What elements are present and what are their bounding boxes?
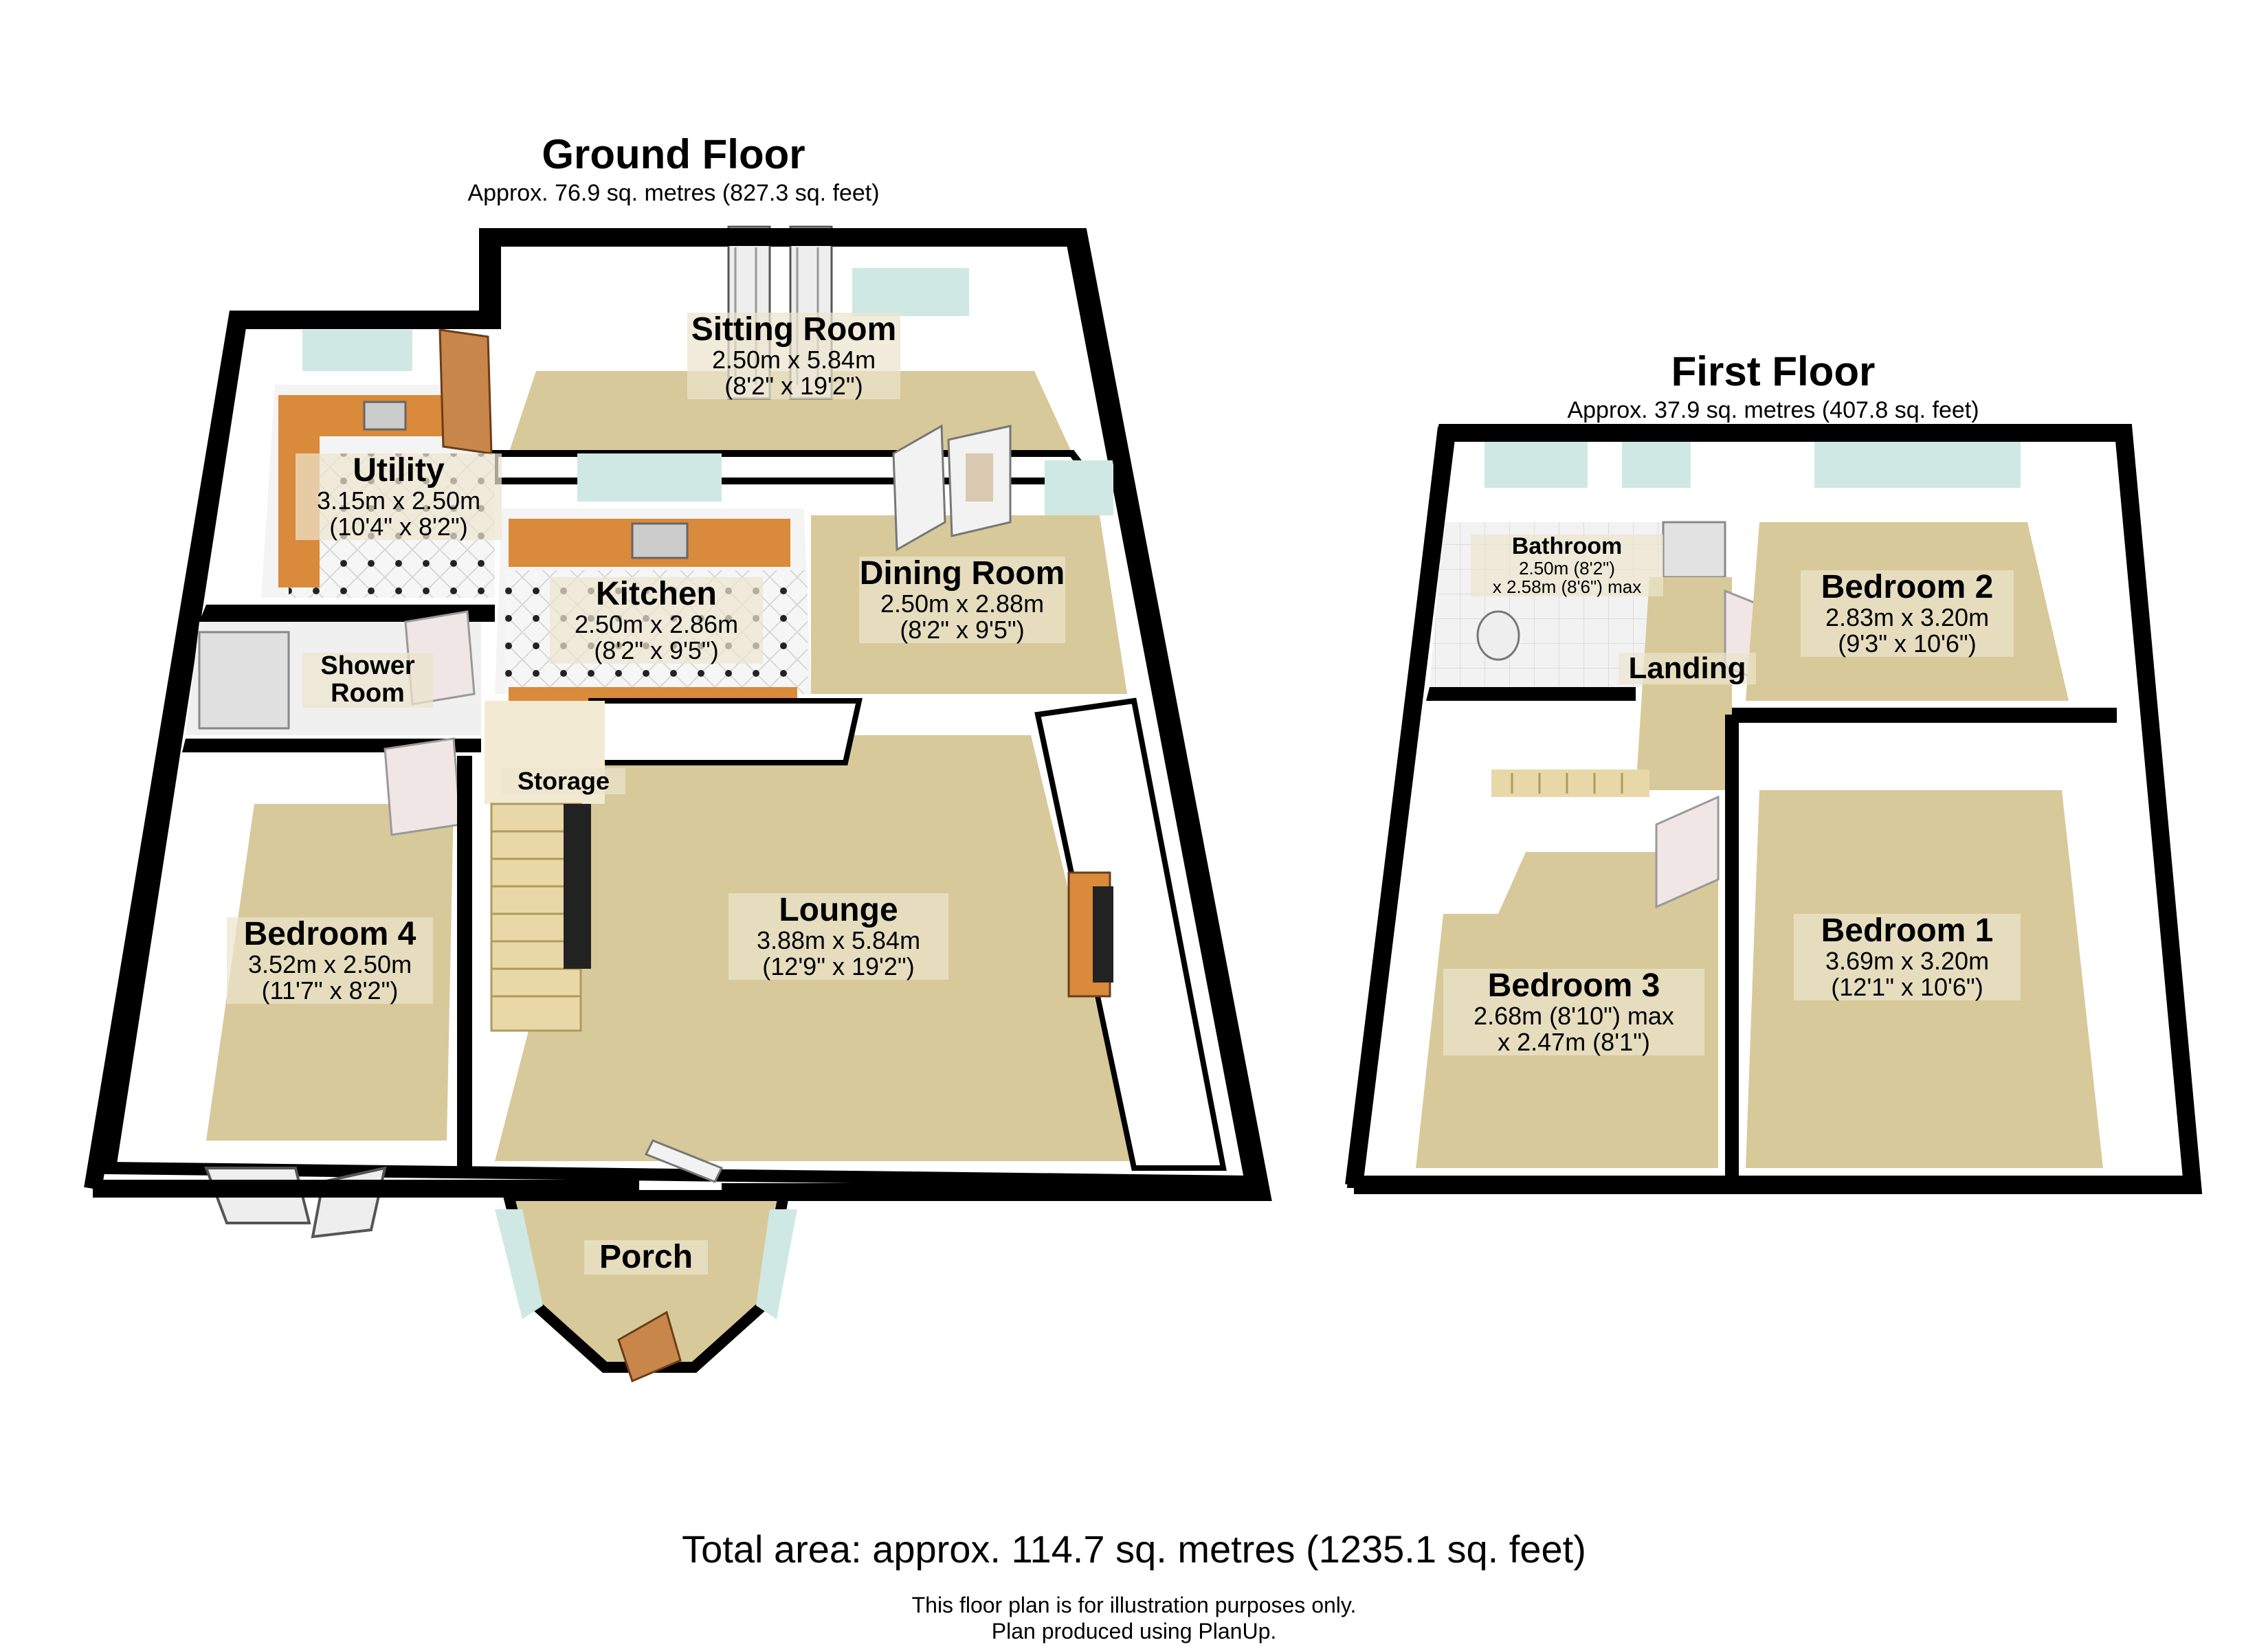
fireplace-hearth	[1093, 886, 1113, 983]
porch-label: Porch	[584, 1239, 708, 1275]
bathroom-window-2	[1622, 440, 1691, 488]
bedroom3-line1: 2.68m (8'10") max	[1474, 1002, 1674, 1031]
bathroom-shower	[1662, 521, 1726, 579]
bedroom4-imperial: (11'7" x 8'2")	[261, 976, 399, 1005]
ground-floor-plan	[84, 225, 1272, 1383]
storage-label: Storage	[502, 768, 625, 794]
sitting-room-window	[852, 268, 969, 316]
kitchen-imperial: (8'2" x 9'5")	[594, 636, 719, 665]
bathroom-name: Bathroom	[1511, 533, 1623, 559]
lounge-imperial: (12'9" x 19'2")	[762, 952, 915, 981]
porch-window-left	[495, 1209, 543, 1319]
bedroom1-metric: 3.69m x 3.20m	[1825, 947, 1990, 976]
first-floor-outer-wall	[1345, 424, 2203, 1194]
lounge-name: Lounge	[779, 892, 898, 928]
utility-name: Utility	[353, 452, 445, 489]
lounge-metric: 3.88m x 5.84m	[756, 926, 921, 955]
bedroom4-name: Bedroom 4	[243, 916, 416, 952]
shower-enclosure	[198, 631, 290, 730]
kitchen-worktop-lower	[509, 687, 797, 701]
utility-imperial: (10'4" x 8'2")	[329, 513, 468, 541]
bedroom4-right-wall	[457, 756, 472, 1168]
lounge-right-wall	[1034, 697, 1227, 1171]
bedroom3-label: Bedroom 3 2.68m (8'10") max x 2.47m (8'1…	[1443, 967, 1704, 1057]
kitchen-sink	[631, 522, 689, 559]
staircase-banister	[564, 804, 591, 969]
ground-floor-area: Approx. 76.9 sq. metres (827.3 sq. feet)	[467, 180, 880, 206]
bedroom4-metric: 3.52m x 2.50m	[247, 950, 412, 979]
utility-back-door	[438, 328, 493, 455]
bedroom1-left-wall	[1725, 715, 1739, 1182]
ground-floor-title: Ground Floor	[542, 131, 805, 177]
bedroom1-label: Bedroom 1 3.69m x 3.20m (12'1" x 10'6")	[1794, 912, 2021, 1002]
bedroom4-label: Bedroom 4 3.52m x 2.50m (11'7" x 8'2")	[227, 917, 433, 1004]
lounge-dining-wall	[581, 698, 863, 765]
bedroom3-door	[1655, 795, 1720, 909]
utility-partition-wall	[199, 605, 495, 622]
bedroom1-name: Bedroom 1	[1821, 912, 1994, 949]
first-floor-area: Approx. 37.9 sq. metres (407.8 sq. feet)	[1567, 397, 1979, 423]
dining-room-doors	[892, 424, 1012, 552]
dining-room-name: Dining Room	[859, 555, 1065, 592]
disclaimer: This floor plan is for illustration purp…	[911, 1593, 1357, 1617]
ground-floor-outer-wall	[84, 228, 1272, 1201]
porch-window-right	[756, 1209, 797, 1319]
kitchen-label: Kitchen 2.50m x 2.86m (8'2" x 9'5")	[550, 576, 763, 665]
lounge-label: Lounge 3.88m x 5.84m (12'9" x 19'2")	[729, 893, 948, 980]
bathroom-wall	[1426, 687, 1636, 701]
kitchen-window	[577, 453, 722, 502]
bathroom-line2: x 2.58m (8'6") max	[1492, 576, 1642, 597]
bedroom1-imperial: (12'1" x 10'6")	[1831, 973, 1983, 1002]
bedroom2-metric: 2.83m x 3.20m	[1825, 603, 1990, 632]
kitchen-name: Kitchen	[595, 576, 717, 612]
bedroom4-door	[383, 737, 462, 836]
porch-front-door	[617, 1310, 682, 1383]
bedroom2-label: Bedroom 2 2.83m x 3.20m (9'3" x 10'6")	[1801, 570, 2014, 657]
dining-room-imperial: (8'2" x 9'5")	[900, 616, 1025, 644]
bedroom3-name: Bedroom 3	[1487, 967, 1660, 1004]
bedroom2-divider-wall	[1732, 708, 2117, 723]
credit: Plan produced using PlanUp.	[991, 1619, 1277, 1644]
lounge-entry-door	[644, 1139, 724, 1183]
utility-sink	[363, 401, 407, 431]
landing-label: Landing	[1619, 651, 1756, 685]
bedroom2-window	[1814, 440, 2021, 488]
bedroom3-line2: x 2.47m (8'1")	[1498, 1028, 1650, 1057]
dining-room-window	[1045, 460, 1113, 515]
bathroom-window	[1485, 440, 1588, 488]
landing-name: Landing	[1628, 651, 1746, 685]
kitchen-metric: 2.50m x 2.86m	[574, 610, 739, 639]
porch-name: Porch	[599, 1239, 693, 1275]
sitting-room-label: Sitting Room 2.50m x 5.84m (8'2" x 19'2"…	[687, 311, 900, 401]
shower-room-label: Shower Room	[302, 651, 433, 708]
sitting-room-metric: 2.50m x 5.84m	[711, 346, 876, 374]
dining-room-label: Dining Room 2.50m x 2.88m (8'2" x 9'5")	[859, 555, 1065, 644]
utility-window	[302, 330, 412, 371]
first-floor-title: First Floor	[1671, 348, 1876, 394]
bathroom-basin	[1476, 610, 1520, 661]
shower-room-name: Shower Room	[320, 651, 415, 708]
utility-worktop-back	[278, 395, 443, 436]
storage-name: Storage	[517, 767, 610, 795]
utility-metric: 3.15m x 2.50m	[316, 486, 481, 515]
dining-room-metric: 2.50m x 2.88m	[880, 590, 1045, 618]
utility-label: Utility 3.15m x 2.50m (10'4" x 8'2")	[296, 453, 502, 540]
bedroom4-bay-doors	[204, 1166, 387, 1239]
sitting-room-imperial: (8'2" x 19'2")	[724, 372, 863, 401]
sitting-room-name: Sitting Room	[691, 311, 897, 348]
first-floor-stairwell	[1491, 770, 1649, 797]
bathroom-line1: 2.50m (8'2")	[1519, 557, 1615, 579]
bedroom2-imperial: (9'3" x 10'6")	[1838, 629, 1977, 658]
total-area: Total area: approx. 114.7 sq. metres (12…	[682, 1527, 1586, 1571]
bedroom2-name: Bedroom 2	[1821, 569, 1994, 605]
bathroom-label: Bathroom 2.50m (8'2") x 2.58m (8'6") max	[1471, 533, 1663, 597]
